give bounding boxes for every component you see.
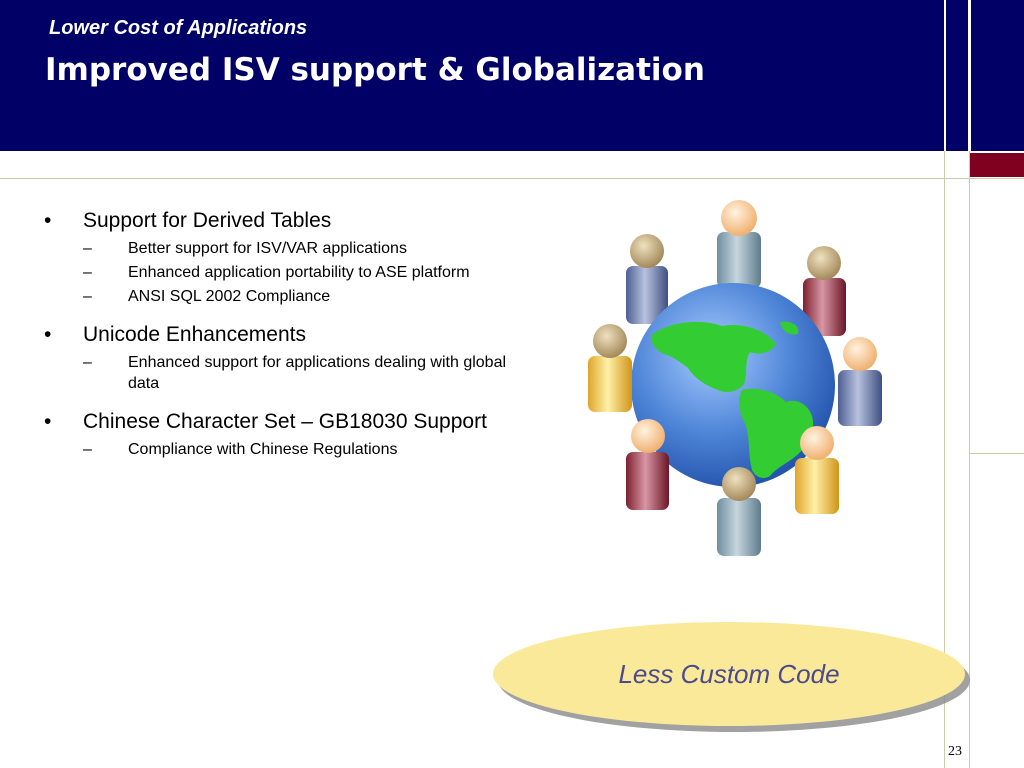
accent-block — [970, 153, 1024, 177]
bullet-text: Support for Derived Tables — [83, 209, 332, 232]
sub-list: – Enhanced support for applications deali… — [83, 352, 514, 394]
person-icon — [803, 246, 846, 336]
page-number: 23 — [948, 744, 962, 759]
sub-item: – Compliance with Chinese Regulations — [83, 439, 514, 460]
divider-horizontal-right — [970, 453, 1024, 454]
bullet-item: • Unicode Enhancements – Enhanced support… — [44, 321, 514, 394]
person-icon — [626, 419, 669, 510]
sub-text: Enhanced application portability to ASE … — [128, 264, 470, 281]
person-icon — [588, 324, 632, 412]
bullet-dot: • — [44, 209, 52, 232]
section-subtitle: Lower Cost of Applications — [49, 17, 308, 39]
bullet-item: • Chinese Character Set – GB18030 Suppor… — [44, 408, 514, 460]
sub-item: – Enhanced application portability to ASE… — [83, 262, 514, 283]
bullet-text: Chinese Character Set – GB18030 Support — [83, 410, 487, 433]
sub-list: – Better support for ISV/VAR applications… — [83, 238, 514, 307]
bullet-list: • Support for Derived Tables – Better sup… — [44, 207, 514, 460]
sub-text: Better support for ISV/VAR applications — [128, 240, 407, 257]
divider-horizontal-top — [0, 178, 1024, 179]
dash: – — [83, 441, 92, 458]
person-icon — [838, 337, 882, 426]
sub-text: ANSI SQL 2002 Compliance — [128, 288, 331, 305]
bullet-dot: • — [44, 410, 52, 433]
person-icon — [626, 234, 668, 324]
dash: – — [83, 264, 92, 281]
globe-people-illustration — [588, 200, 882, 556]
person-icon — [717, 200, 761, 288]
title-bar: Lower Cost of Applications Improved ISV … — [0, 0, 944, 151]
dash: – — [83, 354, 92, 371]
callout-ellipse: Less Custom Code — [493, 622, 970, 732]
sub-text: Compliance with Chinese Regulations — [128, 441, 398, 458]
divider-vertical-2 — [969, 151, 970, 768]
dash: – — [83, 240, 92, 257]
person-icon — [717, 467, 761, 556]
sub-text: Enhanced support for applications dealin… — [128, 354, 507, 392]
callout-text: Less Custom Code — [618, 659, 839, 689]
divider-vertical-1 — [944, 151, 945, 768]
sub-list: – Compliance with Chinese Regulations — [83, 439, 514, 460]
header-block-right — [971, 0, 1024, 151]
sub-item: – Better support for ISV/VAR applications — [83, 238, 514, 259]
globe-icon — [631, 283, 835, 487]
person-icon — [795, 426, 839, 514]
slide-title: Improved ISV support & Globalization — [45, 52, 705, 88]
header-block-narrow — [946, 0, 968, 151]
sub-item: – Enhanced support for applications deali… — [83, 352, 514, 394]
dash: – — [83, 288, 92, 305]
bullet-item: • Support for Derived Tables – Better sup… — [44, 207, 514, 307]
bullet-text: Unicode Enhancements — [83, 323, 306, 346]
sub-item: – ANSI SQL 2002 Compliance — [83, 286, 514, 307]
bullet-dot: • — [44, 323, 52, 346]
